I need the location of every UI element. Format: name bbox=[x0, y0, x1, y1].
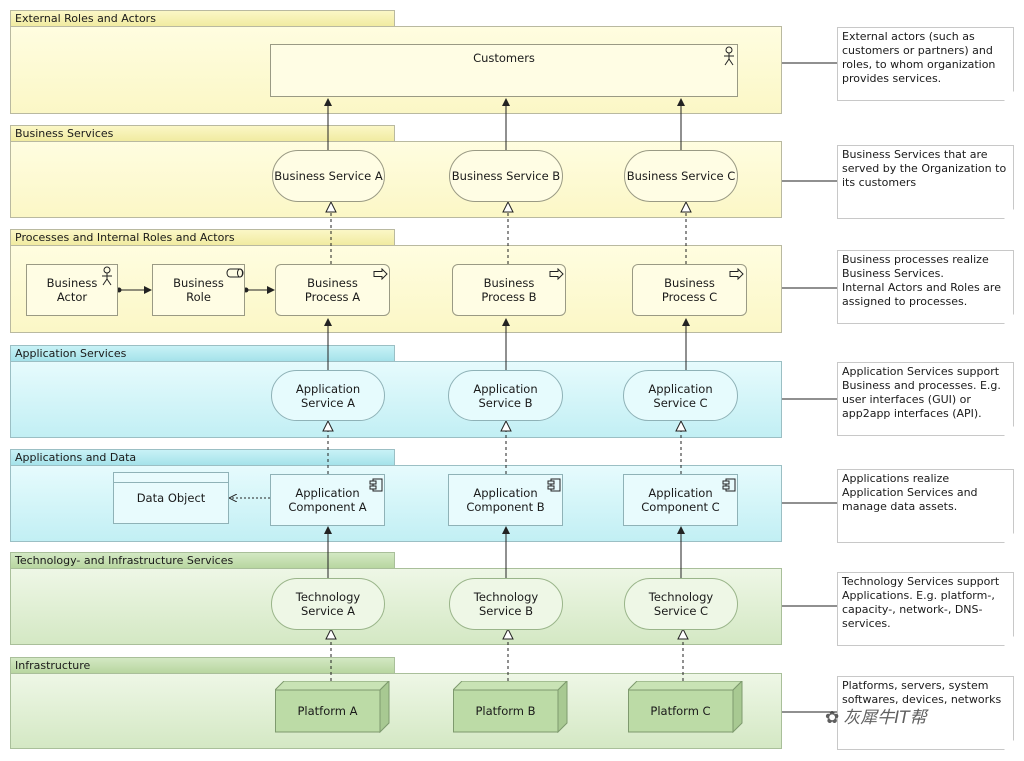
data-object-divider bbox=[114, 482, 228, 483]
business-process-c[interactable]: Business Process C bbox=[632, 264, 747, 316]
process-arrow-icon bbox=[373, 268, 388, 280]
note-infrastructure: Platforms, servers, system softwares, de… bbox=[837, 676, 1014, 750]
application-service-a[interactable]: Application Service A bbox=[271, 370, 385, 421]
platform-b-node bbox=[453, 681, 568, 733]
customers-label: Customers bbox=[473, 51, 535, 65]
process-arrow-icon bbox=[549, 268, 564, 280]
application-component-c[interactable]: Application Component C bbox=[623, 474, 738, 526]
application-component-a[interactable]: Application Component A bbox=[270, 474, 385, 526]
watermark-text: 灰犀牛IT帮 bbox=[843, 708, 927, 728]
layer-title-applications: Applications and Data bbox=[10, 449, 395, 465]
business-process-b[interactable]: Business Process B bbox=[452, 264, 566, 316]
business-service-a[interactable]: Business Service A bbox=[272, 150, 385, 202]
technology-service-c[interactable]: Technology Service C bbox=[624, 578, 738, 630]
process-arrow-icon bbox=[729, 268, 744, 280]
note-application-services: Application Services support Business an… bbox=[837, 362, 1014, 436]
data-object[interactable]: Data Object bbox=[113, 472, 229, 524]
layer-title-application-services: Application Services bbox=[10, 345, 395, 361]
layer-title-external: External Roles and Actors bbox=[10, 10, 395, 26]
watermark: ✿灰犀牛IT帮 bbox=[825, 703, 927, 728]
platform-c[interactable]: Platform C bbox=[650, 704, 711, 718]
platform-a[interactable]: Platform A bbox=[297, 704, 358, 718]
business-service-c[interactable]: Business Service C bbox=[624, 150, 738, 202]
wechat-icon: ✿ bbox=[825, 708, 840, 728]
application-service-b[interactable]: Application Service B bbox=[448, 370, 563, 421]
business-process-a[interactable]: Business Process A bbox=[275, 264, 390, 316]
role-icon bbox=[226, 268, 244, 278]
application-component-b[interactable]: Application Component B bbox=[448, 474, 563, 526]
note-tech-services: Technology Services support Applications… bbox=[837, 572, 1014, 646]
actor-icon bbox=[102, 266, 112, 286]
technology-service-b[interactable]: Technology Service B bbox=[449, 578, 563, 630]
component-icon bbox=[722, 478, 736, 492]
actor-icon bbox=[724, 46, 734, 66]
component-icon bbox=[547, 478, 561, 492]
application-service-c[interactable]: Application Service C bbox=[623, 370, 738, 421]
platform-c-node bbox=[628, 681, 743, 733]
business-role[interactable]: Business Role bbox=[152, 264, 245, 316]
note-external: External actors (such as customers or pa… bbox=[837, 27, 1014, 101]
business-service-b[interactable]: Business Service B bbox=[449, 150, 563, 202]
platform-b[interactable]: Platform B bbox=[475, 704, 536, 718]
platform-a-node bbox=[275, 681, 390, 733]
component-icon bbox=[369, 478, 383, 492]
note-business-services: Business Services that are served by the… bbox=[837, 145, 1014, 219]
layer-title-processes: Processes and Internal Roles and Actors bbox=[10, 229, 395, 245]
note-processes: Business processes realize Business Serv… bbox=[837, 250, 1014, 324]
layer-title-tech-services: Technology- and Infrastructure Services bbox=[10, 552, 395, 568]
layer-title-infrastructure: Infrastructure bbox=[10, 657, 395, 673]
technology-service-a[interactable]: Technology Service A bbox=[271, 578, 385, 630]
customers-actor[interactable]: Customers bbox=[270, 44, 738, 97]
note-applications: Applications realize Application Service… bbox=[837, 469, 1014, 543]
business-actor[interactable]: Business Actor bbox=[26, 264, 118, 316]
layer-title-business-services: Business Services bbox=[10, 125, 395, 141]
